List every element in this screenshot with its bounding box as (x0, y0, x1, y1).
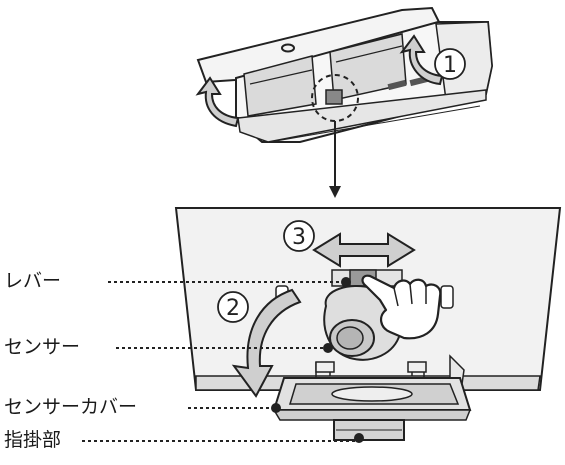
label-sensor: センサー (4, 336, 81, 358)
right-slot (440, 285, 454, 309)
label-sensor-cover: センサーカバー (4, 396, 138, 418)
curved-arrow-down (231, 288, 302, 398)
unit-bottom (237, 89, 487, 143)
sensor-cover (272, 354, 472, 441)
step-3-number: 3 (292, 225, 306, 250)
cover-clip-right (407, 361, 427, 373)
zoomed-panel: 3 2 (174, 207, 562, 441)
cover-bottom (272, 409, 472, 421)
small-switch (387, 79, 407, 91)
panel-logo (281, 43, 295, 53)
step-1-number: 1 (443, 53, 457, 78)
cover-window (331, 386, 413, 402)
step-1-badge (434, 48, 466, 80)
zoom-connector-arrow (329, 121, 341, 198)
left-filter (243, 55, 317, 117)
step-2-number: 2 (226, 296, 240, 321)
step-3-badge (283, 220, 315, 252)
step-2-badge (217, 291, 249, 323)
curved-arrow-right (399, 34, 444, 86)
callout-lines (82, 277, 364, 443)
curved-arrow-left (195, 76, 240, 128)
label-finger-hook: 指掛部 (4, 429, 62, 451)
label-lever: レバー (4, 270, 62, 292)
sensor-small (325, 89, 343, 105)
air-conditioner-unit: 1 (195, 6, 494, 143)
zoom-dashed-circle (311, 74, 359, 122)
hand-pointing-icon (361, 274, 442, 340)
double-arrow-horizontal (312, 232, 416, 268)
cover-clip-left (315, 361, 335, 373)
